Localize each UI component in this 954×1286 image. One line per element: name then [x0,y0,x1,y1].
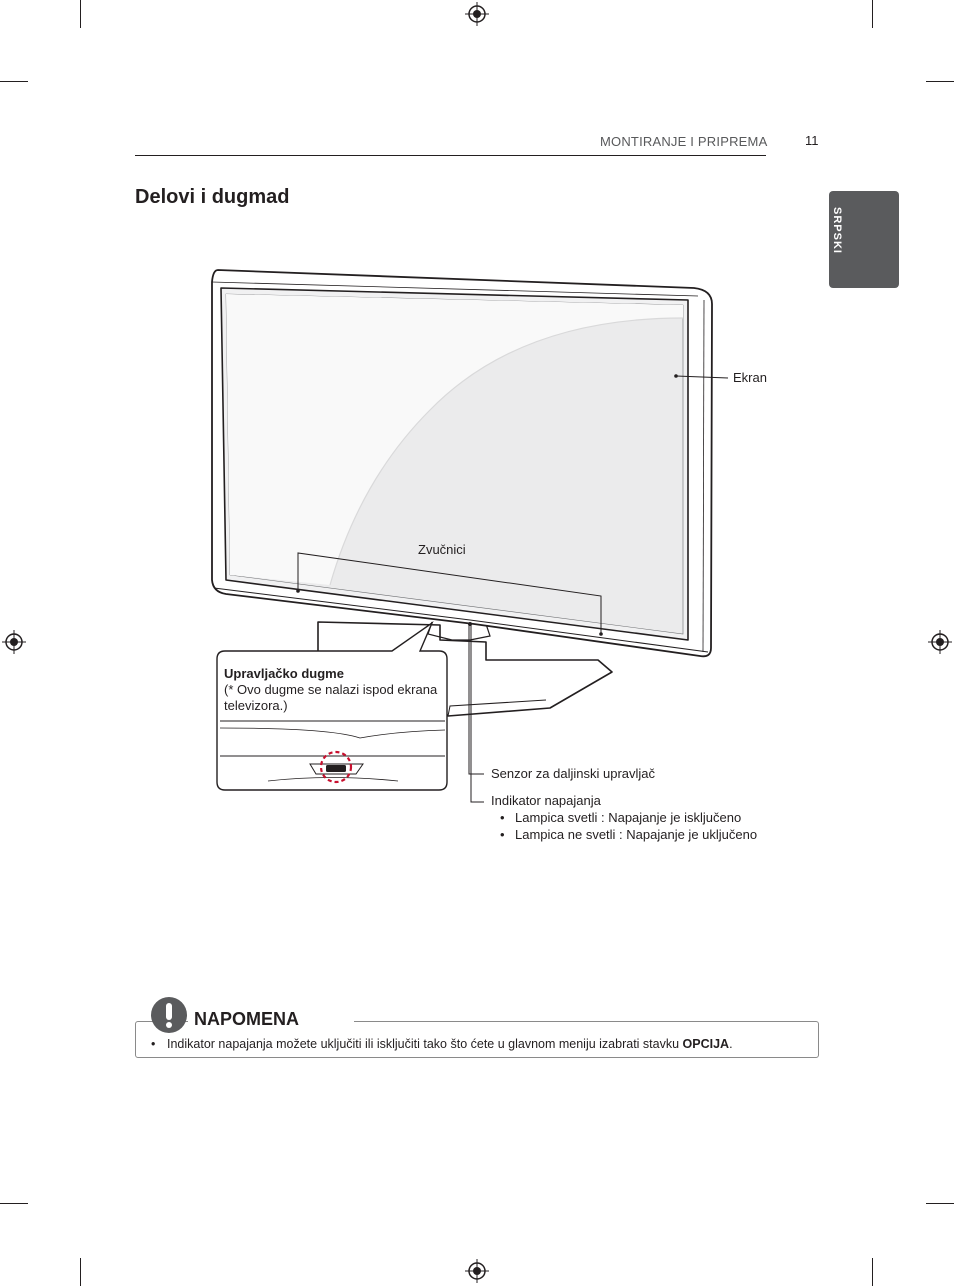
control-button [326,765,346,772]
label-power-indicator: Indikator napajanja [491,793,601,808]
screen-reflection [226,294,683,585]
callout-note: (* Ovo dugme se nalazi ispod ekrana tele… [224,682,438,713]
label-remote-sensor: Senzor za daljinski upravljač [491,766,656,781]
power-state-on: Lampica svetli : Napajanje je isključeno [515,810,742,825]
crop-mark [0,81,28,82]
language-tab: SRPSKI [829,191,899,288]
header-divider [135,155,766,156]
callout-title: Upravljačko dugme [224,666,344,681]
crop-mark [872,0,873,28]
note-text-bold: OPCIJA [682,1037,730,1051]
note-text-end: . [729,1037,733,1051]
label-screen: Ekran [733,370,767,385]
note-box [135,1021,819,1058]
page-title: Delovi i dugmad [135,186,290,208]
page-number: 11 [805,133,819,148]
crop-mark [80,0,81,28]
list-item: •Lampica svetli : Napajanje je isključen… [500,810,742,825]
label-speakers: Zvučnici [418,542,466,557]
note-text: •Indikator napajanja možete uključiti il… [151,1037,733,1051]
note-text-main: Indikator napajanja možete uključiti ili… [167,1037,683,1051]
running-header: MONTIRANJE I PRIPREMA [600,134,768,149]
exclamation-icon [151,997,187,1033]
callout-text: Upravljačko dugme (* Ovo dugme se nalazi… [224,666,446,714]
crop-mark [80,1258,81,1286]
list-item: •Lampica ne svetli : Napajanje je uključ… [500,827,758,842]
crop-mark [872,1258,873,1286]
language-tab-label: SRPSKI [831,207,843,254]
crop-mark [926,1203,954,1204]
registration-mark-icon [465,2,489,26]
crop-mark [926,81,954,82]
note-heading: NAPOMENA [194,1009,300,1029]
control-button-highlight [319,750,353,784]
registration-mark-icon [928,630,952,654]
crop-mark [0,1203,28,1204]
registration-mark-icon [465,1259,489,1283]
registration-mark-icon [2,630,26,654]
power-state-off: Lampica ne svetli : Napajanje je uključe… [515,827,758,842]
